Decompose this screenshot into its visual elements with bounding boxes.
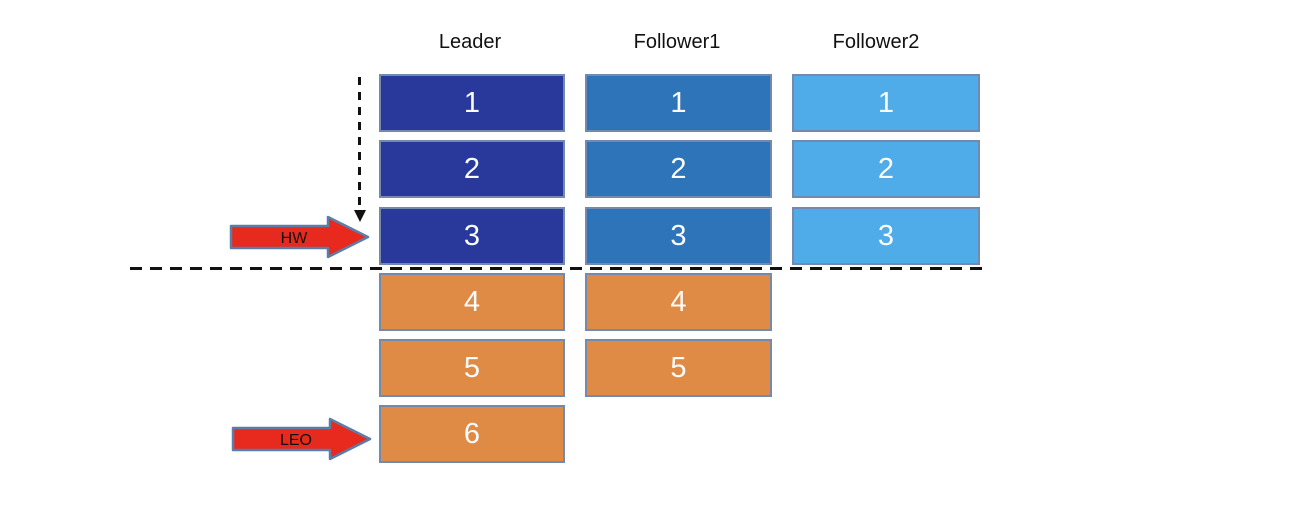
leader-block-6: 6 [379, 405, 565, 463]
column-header-follower2: Follower2 [832, 31, 920, 53]
follower1-block-1: 1 [585, 74, 772, 132]
follower2-block-3: 3 [792, 207, 980, 265]
column-header-follower1: Follower1 [633, 31, 721, 53]
leader-block-1: 1 [379, 74, 565, 132]
follower1-block-4: 4 [585, 273, 772, 331]
leader-block-4: 4 [379, 273, 565, 331]
follower2-block-1: 1 [792, 74, 980, 132]
hw-arrow: HW [229, 215, 370, 259]
leo-label: LEO [280, 432, 312, 449]
hw-arrow-shape [229, 215, 370, 259]
follower1-block-2: 2 [585, 140, 772, 198]
hw-label: HW [281, 230, 309, 247]
column-header-leader: Leader [438, 31, 502, 53]
follower1-block-3: 3 [585, 207, 772, 265]
follower1-block-5: 5 [585, 339, 772, 397]
follower2-block-2: 2 [792, 140, 980, 198]
leader-block-3: 3 [379, 207, 565, 265]
high-watermark-dashed-line [130, 267, 990, 270]
leader-block-2: 2 [379, 140, 565, 198]
leo-arrow-shape [231, 417, 372, 461]
down-arrowhead-icon [354, 210, 366, 222]
vertical-dashed-line [358, 77, 361, 210]
leader-block-5: 5 [379, 339, 565, 397]
leo-arrow: LEO [231, 417, 372, 461]
